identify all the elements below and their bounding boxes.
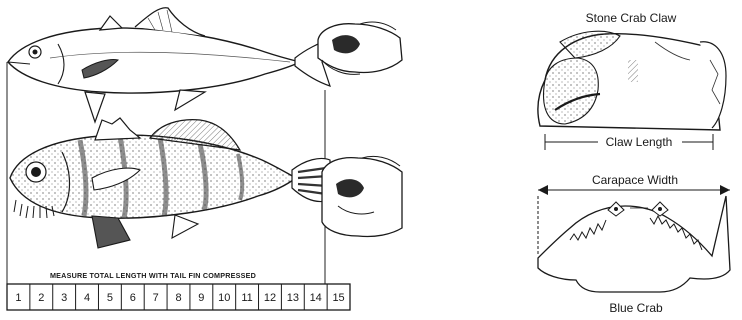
hand-top-illustration bbox=[318, 22, 402, 74]
ruler-mark-2: 2 bbox=[38, 292, 44, 304]
ruler-mark-14: 14 bbox=[310, 292, 322, 304]
ruler-mark-9: 9 bbox=[198, 292, 204, 304]
ruler-mark-15: 15 bbox=[332, 292, 344, 304]
bluefish-illustration bbox=[8, 8, 330, 122]
ruler-mark-11: 11 bbox=[241, 292, 252, 304]
ruler-mark-13: 13 bbox=[287, 292, 299, 304]
ruler-mark-10: 10 bbox=[218, 292, 230, 304]
ruler-mark-5: 5 bbox=[107, 292, 113, 304]
hand-bottom-illustration bbox=[322, 156, 402, 236]
ruler-mark-7: 7 bbox=[153, 292, 159, 304]
ruler-title: MEASURE TOTAL LENGTH WITH TAIL FIN COMPR… bbox=[50, 271, 256, 280]
stone-crab-claw-title: Stone Crab Claw bbox=[586, 11, 677, 25]
claw-length-label: Claw Length bbox=[606, 135, 673, 149]
blue-crab-title: Blue Crab bbox=[609, 301, 663, 315]
ruler-mark-12: 12 bbox=[264, 292, 276, 304]
ruler-mark-3: 3 bbox=[61, 292, 67, 304]
measuring-ruler: MEASURE TOTAL LENGTH WITH TAIL FIN COMPR… bbox=[7, 271, 350, 310]
carapace-width-label: Carapace Width bbox=[592, 173, 678, 187]
stone-crab-claw-illustration bbox=[538, 31, 726, 130]
croaker-illustration bbox=[10, 118, 330, 248]
blue-crab-illustration bbox=[538, 196, 730, 292]
ruler-mark-6: 6 bbox=[130, 292, 136, 304]
ruler-mark-4: 4 bbox=[84, 292, 90, 304]
ruler-mark-8: 8 bbox=[175, 292, 181, 304]
ruler-mark-1: 1 bbox=[15, 292, 21, 304]
